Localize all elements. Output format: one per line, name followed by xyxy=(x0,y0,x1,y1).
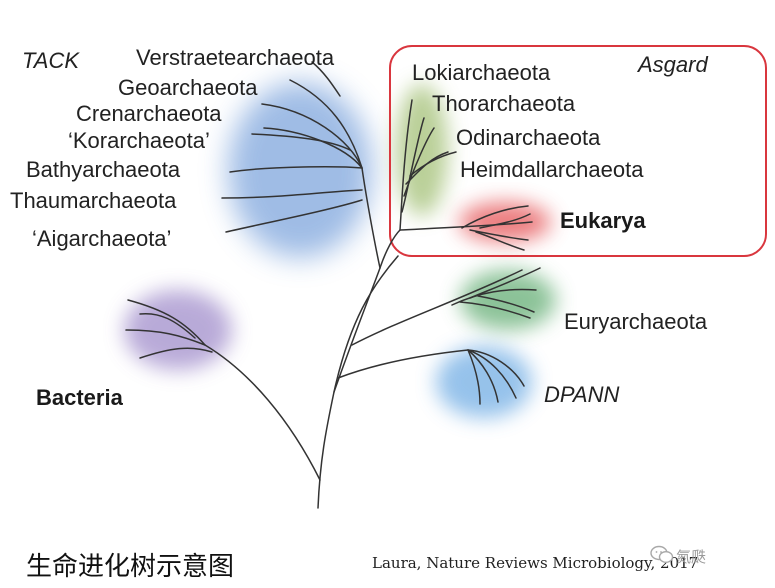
euryarchaeota-highlight xyxy=(460,270,556,330)
phylogenetic-tree xyxy=(124,45,767,509)
dpann-highlight xyxy=(436,346,532,418)
phylum-label: Geoarchaeota xyxy=(118,75,258,100)
phylum-label: Bathyarchaeota xyxy=(26,157,181,182)
phylum-label: Heimdallarchaeota xyxy=(460,157,644,182)
phylum-label: Lokiarchaeota xyxy=(412,60,551,85)
figure-caption: 生命进化树示意图 xyxy=(26,552,235,582)
phylum-label: ‘Korarchaeota’ xyxy=(68,128,210,153)
citation-text: Laura, Nature Reviews Microbiology, 2017 xyxy=(372,554,699,572)
bacteria-label: Bacteria xyxy=(36,385,123,410)
phylum-label: Thorarchaeota xyxy=(432,91,576,116)
phylum-label: Crenarchaeota xyxy=(76,101,222,126)
eukarya-label: Eukarya xyxy=(560,208,646,233)
phylum-label: Thaumarchaeota xyxy=(10,188,177,213)
wechat-icon xyxy=(650,545,674,564)
tack-highlight xyxy=(228,82,372,258)
asgard-group-label: Asgard xyxy=(638,52,708,77)
phylum-label: Verstraetearchaeota xyxy=(136,45,335,70)
tree-branches xyxy=(125,61,541,509)
dpann-label: DPANN xyxy=(544,382,620,407)
tack-group-label: TACK xyxy=(22,48,80,73)
phylum-label: Odinarchaeota xyxy=(456,125,601,150)
watermark-text: 氮瓞 xyxy=(676,548,707,566)
asgard-eukarya-box xyxy=(389,45,767,257)
phylum-label: ‘Aigarchaeota’ xyxy=(32,226,172,251)
euryarchaeota-label: Euryarchaeota xyxy=(564,309,708,334)
